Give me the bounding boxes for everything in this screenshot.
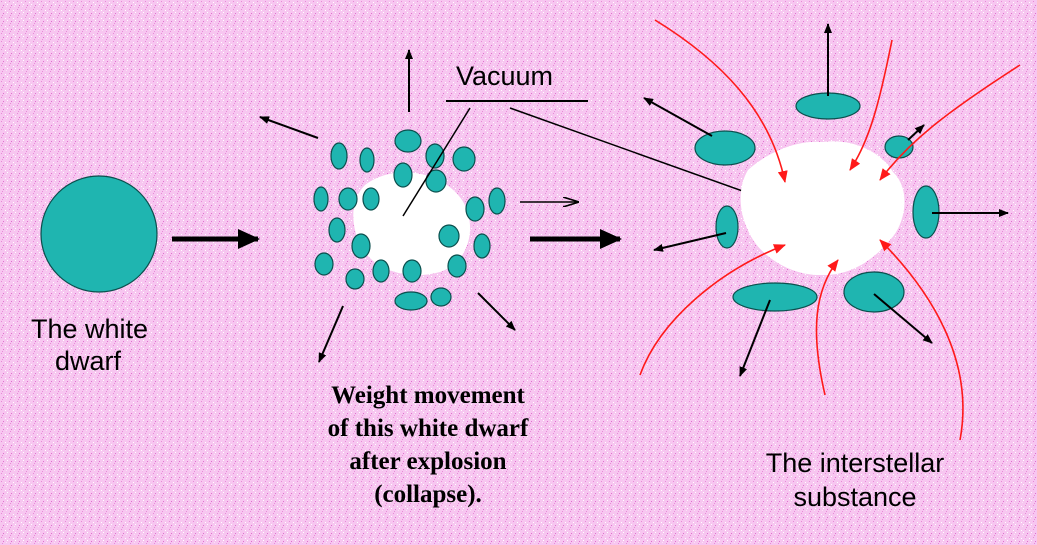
- fragment: [345, 268, 365, 290]
- fragment: [362, 187, 380, 211]
- outer-outward-arrows: [643, 23, 1009, 377]
- fragment: [402, 259, 422, 283]
- fragment: [488, 187, 506, 215]
- fragment: [694, 130, 756, 166]
- fragment: [338, 187, 358, 211]
- fragment: [314, 252, 334, 276]
- fragment: [715, 205, 739, 249]
- white-dwarf-sphere: [40, 175, 158, 293]
- fragment: [452, 146, 476, 172]
- fragment: [795, 92, 861, 120]
- stage-white-dwarf: The white dwarf: [31, 175, 260, 376]
- fragment: [732, 282, 818, 312]
- weight-movement-label-line1: Weight movement: [331, 382, 525, 409]
- outward-arrows: [259, 49, 578, 363]
- fragment: [465, 196, 485, 222]
- white-dwarf-label-line1: The white: [31, 314, 148, 344]
- fragment: [425, 143, 445, 169]
- interstellar-label-line2: substance: [793, 482, 916, 512]
- weight-movement-label-line4: (collapse).: [374, 481, 482, 508]
- fragment: [328, 217, 346, 243]
- fragment: [359, 147, 375, 173]
- outer-fragments: [694, 92, 940, 313]
- fragment: [394, 291, 428, 311]
- fragment: [394, 129, 422, 153]
- stage-interstellar: The interstellar substance: [639, 19, 1021, 512]
- vacuum-label: Vacuum: [456, 61, 553, 91]
- fragment: [438, 224, 460, 248]
- fragment: [447, 254, 467, 278]
- fragment: [425, 169, 447, 193]
- vacuum-pointer-left: [402, 107, 471, 217]
- fragment: [313, 186, 329, 212]
- fragment: [330, 142, 348, 170]
- interstellar-label-line1: The interstellar: [766, 448, 945, 478]
- inflow-arrows: [639, 19, 1021, 441]
- fragment: [393, 162, 413, 188]
- fragment: [430, 287, 452, 307]
- fragment: [843, 271, 905, 313]
- inner-vacuum-region: [353, 172, 471, 276]
- fragment: [473, 233, 491, 259]
- fragment: [351, 233, 371, 259]
- weight-movement-label-line3: after explosion: [349, 448, 506, 475]
- weight-movement-label-line2: of this white dwarf: [328, 415, 529, 442]
- fragments-group: [313, 129, 506, 311]
- fragment: [372, 259, 390, 283]
- stage-explosion: Weight movement of this white dwarf afte…: [259, 49, 622, 508]
- white-dwarf-label-line2: dwarf: [55, 346, 122, 376]
